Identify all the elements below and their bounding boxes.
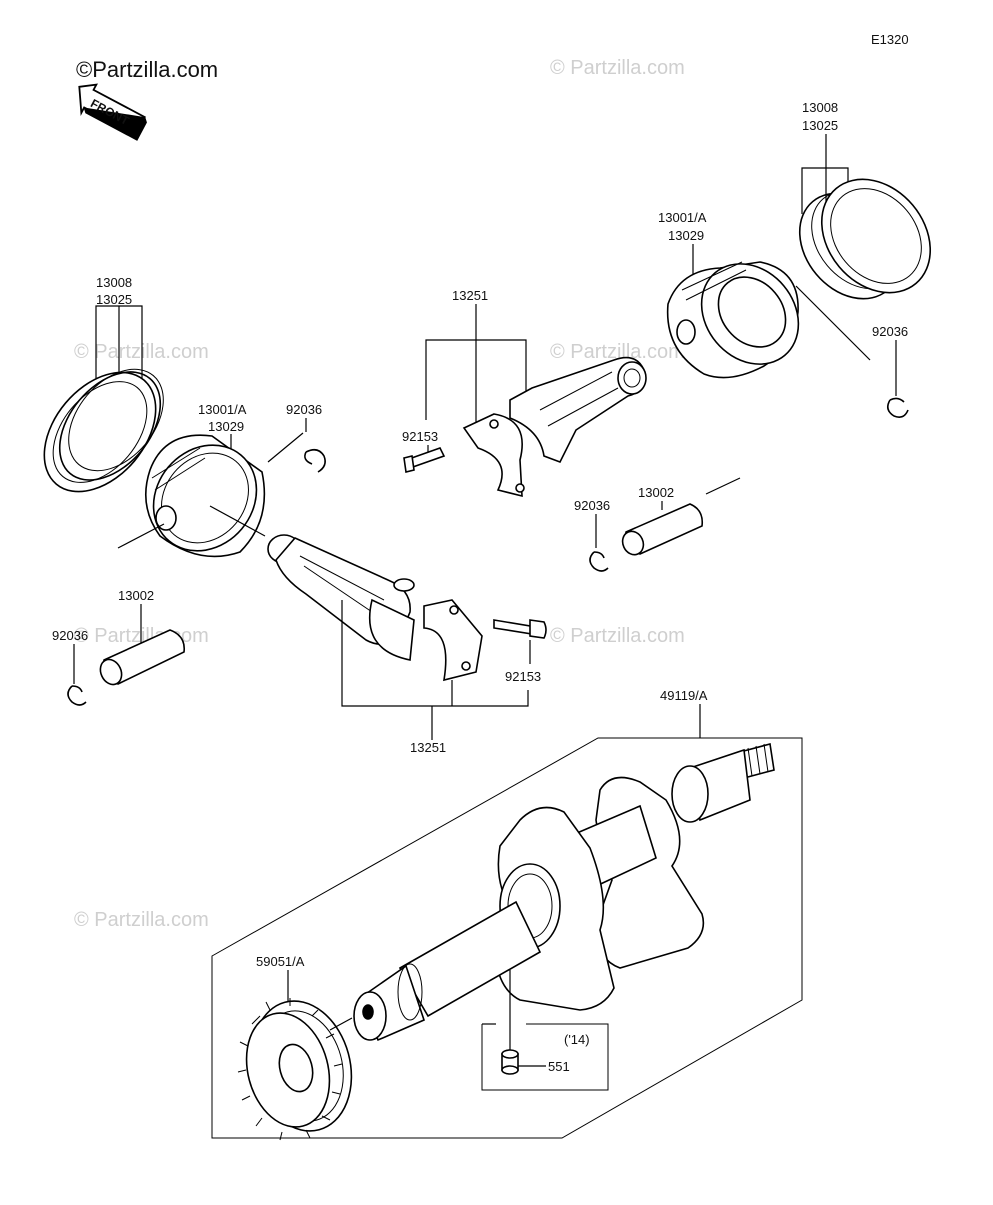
label-right-piston-2: 13029: [668, 228, 704, 243]
label-rear-rod-bolt: 92153: [402, 429, 438, 444]
piston-left: [144, 434, 266, 558]
label-left-pin: 13002: [118, 588, 154, 603]
dowel-pin: [501, 1049, 519, 1075]
label-right-clip-right: 92036: [872, 324, 908, 339]
watermark: © Partzilla.com: [550, 625, 685, 647]
timing-gear: [237, 998, 353, 1141]
circlip-left-top: [304, 448, 326, 473]
label-left-piston-2: 13029: [208, 419, 244, 434]
leader-line: [329, 1017, 353, 1031]
crankshaft: [353, 742, 775, 1042]
leader-line: [117, 523, 165, 549]
label-dowel-pin: 551: [548, 1059, 570, 1074]
label-right-rings-2: 13025: [802, 118, 838, 133]
year-inset-frame: [481, 1023, 609, 1091]
piston-rings-right: [798, 178, 932, 300]
label-rear-rod: 13251: [452, 288, 488, 303]
crankshaft-assembly-frame: [211, 737, 803, 1139]
diagram-code: E1320: [871, 32, 909, 47]
label-year-note: ('14): [564, 1032, 590, 1047]
piston-pin-left: [99, 629, 186, 686]
label-front-rod-bolt: 92153: [505, 669, 541, 684]
piston-right: [666, 261, 800, 379]
label-right-pin: 13002: [638, 485, 674, 500]
label-left-clip-top: 92036: [286, 402, 322, 417]
brand-logo: ©Partzilla.com: [76, 57, 218, 82]
label-left-rings-2: 13025: [96, 292, 132, 307]
label-left-clip-bottom: 92036: [52, 628, 88, 643]
connecting-rod-front: [267, 534, 483, 682]
leader-line: [209, 505, 266, 537]
watermark: © Partzilla.com: [550, 57, 685, 79]
label-front-rod: 13251: [410, 740, 446, 755]
label-gear: 59051/A: [256, 954, 305, 969]
connecting-rod-rear: [462, 356, 647, 498]
piston-rings-left: [43, 368, 164, 493]
front-arrow-icon: FRONT: [78, 83, 147, 141]
watermark: © Partzilla.com: [74, 341, 209, 363]
leader-line: [341, 600, 529, 707]
label-crankshaft: 49119/A: [660, 688, 708, 703]
circlip-right: [886, 397, 909, 418]
label-left-rings-1: 13008: [96, 275, 132, 290]
leader-line: [267, 432, 304, 463]
label-right-clip-left: 92036: [574, 498, 610, 513]
leader-line: [705, 477, 741, 495]
rod-bolt-rear: [403, 447, 446, 473]
watermark: © Partzilla.com: [74, 909, 209, 931]
rod-bolt-front: [493, 619, 547, 639]
circlip-right-left: [589, 551, 609, 572]
leader-line: [795, 285, 871, 361]
label-right-rings-1: 13008: [802, 100, 838, 115]
label-left-piston-1: 13001/A: [198, 402, 247, 417]
watermark: © Partzilla.com: [550, 341, 685, 363]
piston-pin-right: [621, 503, 704, 556]
circlip-left-bottom: [67, 685, 87, 706]
label-right-piston-1: 13001/A: [658, 210, 707, 225]
